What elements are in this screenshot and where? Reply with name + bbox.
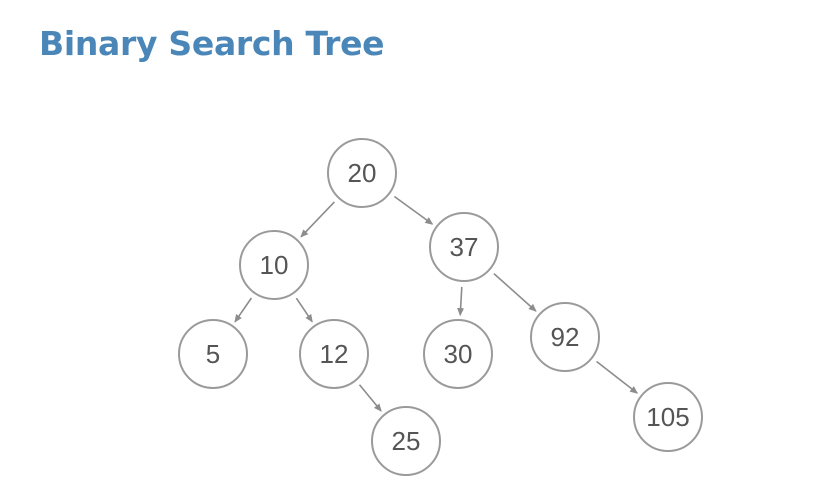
tree-node-5: 5	[178, 319, 248, 389]
node-circle	[633, 382, 703, 452]
edge-20-to-37	[393, 195, 434, 225]
node-value-label: 10	[260, 250, 289, 280]
tree-node-12: 12	[299, 319, 369, 389]
edge-20-to-10	[300, 201, 335, 238]
tree-node-105: 105	[633, 382, 703, 452]
node-circle	[429, 212, 499, 282]
tree-node-37: 37	[429, 212, 499, 282]
tree-edges	[234, 195, 638, 412]
node-circle	[371, 406, 441, 476]
tree-node-30: 30	[423, 319, 493, 389]
tree-node-25: 25	[371, 406, 441, 476]
tree-node-10: 10	[239, 230, 309, 300]
edge-10-to-12	[295, 297, 313, 323]
node-circle	[239, 230, 309, 300]
slide-title: Binary Search Tree	[39, 24, 385, 63]
edge-12-to-25	[358, 384, 382, 412]
edge-92-to-105	[596, 360, 638, 394]
node-circle	[423, 319, 493, 389]
node-value-label: 105	[646, 402, 689, 432]
node-value-label: 30	[444, 339, 473, 369]
node-value-label: 92	[551, 322, 580, 352]
node-value-label: 37	[450, 232, 479, 262]
node-value-label: 20	[348, 158, 377, 188]
node-value-label: 25	[392, 426, 421, 456]
node-circle	[299, 319, 369, 389]
edge-10-to-5	[234, 297, 253, 323]
node-circle	[327, 138, 397, 208]
edge-37-to-30	[457, 286, 465, 317]
tree-nodes: 20 10 37 5 12 30 92 25 105	[178, 138, 703, 476]
tree-node-20: 20	[327, 138, 397, 208]
edge-37-to-92	[493, 273, 537, 312]
tree-node-92: 92	[530, 302, 600, 372]
node-value-label: 12	[320, 339, 349, 369]
node-circle	[178, 319, 248, 389]
node-circle	[530, 302, 600, 372]
node-value-label: 5	[206, 339, 220, 369]
